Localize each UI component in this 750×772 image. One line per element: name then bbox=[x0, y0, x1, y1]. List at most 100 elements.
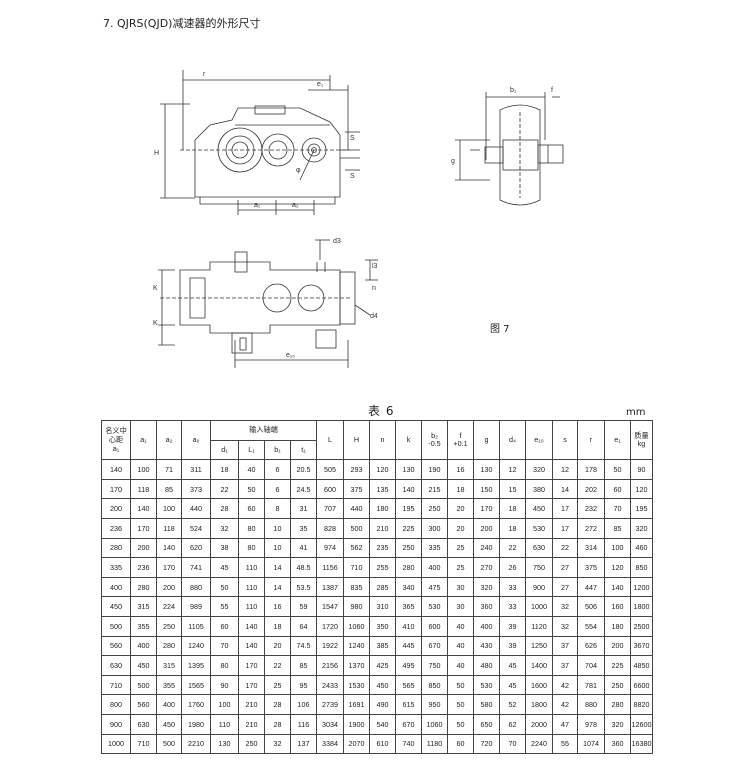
table-cell: 116 bbox=[290, 713, 317, 735]
table-cell: 27 bbox=[552, 576, 578, 598]
table-cell: 210 bbox=[238, 694, 265, 715]
label-a2: a₂ bbox=[292, 202, 299, 209]
table-cell: 236 bbox=[130, 557, 157, 578]
table-cell: 20 bbox=[447, 498, 474, 519]
table-cell: 1565 bbox=[181, 674, 211, 696]
table-cell: 47 bbox=[552, 713, 578, 735]
table-cell: 8 bbox=[264, 498, 291, 519]
table-cell: 560 bbox=[130, 694, 157, 715]
header-d4: d₄ bbox=[499, 419, 526, 461]
table-cell: 270 bbox=[473, 557, 500, 578]
table-cell: 200 bbox=[473, 517, 500, 539]
table-cell: 250 bbox=[238, 733, 265, 755]
table-cell: 12 bbox=[552, 459, 578, 480]
table-cell: 1387 bbox=[316, 576, 344, 598]
table-cell: 210 bbox=[369, 517, 396, 539]
label-H: H bbox=[154, 150, 159, 157]
table-cell: 425 bbox=[369, 655, 396, 676]
table-cell: 25 bbox=[447, 537, 474, 559]
table-cell: 232 bbox=[577, 498, 605, 519]
table-cell: 25 bbox=[447, 557, 474, 578]
header-a1: a₁ bbox=[130, 419, 157, 461]
table-cell: 22 bbox=[499, 537, 526, 559]
label-S: S bbox=[350, 135, 355, 142]
table-cell: 130 bbox=[473, 459, 500, 480]
table-cell: 200 bbox=[156, 576, 182, 598]
section-title: 7. QJRS(QJD)减速器的外形尺寸 bbox=[103, 17, 261, 30]
table-cell: 170 bbox=[473, 498, 500, 519]
table-cell: 460 bbox=[630, 537, 653, 559]
table-cell: 2433 bbox=[316, 674, 344, 696]
table-cell: 540 bbox=[369, 713, 396, 735]
table-cell: 140 bbox=[130, 498, 157, 519]
label-phi: φ bbox=[296, 167, 301, 174]
table-cell: 272 bbox=[577, 517, 605, 539]
table-cell: 39 bbox=[499, 635, 526, 657]
table-cell: 60 bbox=[210, 615, 239, 637]
table-cell: 250 bbox=[156, 615, 182, 637]
table-cell: 1691 bbox=[343, 694, 370, 715]
table-cell: 6600 bbox=[630, 674, 653, 696]
table-cell: 70 bbox=[499, 733, 526, 755]
table-cell: 140 bbox=[101, 459, 131, 480]
table-cell: 37 bbox=[552, 635, 578, 657]
table-cell: 170 bbox=[101, 478, 131, 500]
table-cell: 100 bbox=[604, 537, 631, 559]
table-cell: 900 bbox=[101, 713, 131, 735]
header-name-center: 名义中心距 a₁ bbox=[101, 419, 131, 461]
table-cell: 28 bbox=[210, 498, 239, 519]
table-cell: 50 bbox=[447, 694, 474, 715]
table-cell: 20.5 bbox=[290, 459, 317, 480]
table-cell: 80 bbox=[238, 537, 265, 559]
table-cell: 710 bbox=[343, 557, 370, 578]
table-cell: 140 bbox=[156, 537, 182, 559]
table-cell: 40 bbox=[447, 655, 474, 676]
table-cell: 530 bbox=[525, 517, 553, 539]
table-cell: 60 bbox=[238, 498, 265, 519]
table-cell: 375 bbox=[343, 478, 370, 500]
table-cell: 447 bbox=[577, 576, 605, 598]
table-cell: 18 bbox=[447, 478, 474, 500]
table-cell: 1800 bbox=[525, 694, 553, 715]
table-cell: 630 bbox=[101, 655, 131, 676]
table-cell: 280 bbox=[156, 635, 182, 657]
table-cell: 80 bbox=[238, 517, 265, 539]
table-cell: 250 bbox=[604, 674, 631, 696]
table-cell: 3670 bbox=[630, 635, 653, 657]
table-cell: 50 bbox=[447, 674, 474, 696]
table-cell: 140 bbox=[238, 635, 265, 657]
table-cell: 100 bbox=[156, 498, 182, 519]
table-cell: 1060 bbox=[421, 713, 448, 735]
table-cell: 110 bbox=[238, 557, 265, 578]
table-cell: 52 bbox=[499, 694, 526, 715]
table-cell: 565 bbox=[395, 674, 422, 696]
table-cell: 670 bbox=[421, 635, 448, 657]
table-cell: 835 bbox=[343, 576, 370, 598]
table-cell: 2739 bbox=[316, 694, 344, 715]
reducer-dimension-drawing: r e₁ H S S a₁ a₂ φ b₁ f g d3 l3 K K n d4… bbox=[153, 70, 564, 368]
table-cell: 375 bbox=[577, 557, 605, 578]
table-cell: 1120 bbox=[525, 615, 553, 637]
header-b2: b₂ -0.5 bbox=[421, 419, 448, 461]
label-g: g bbox=[451, 158, 455, 165]
table-cell: 880 bbox=[577, 694, 605, 715]
table-cell: 450 bbox=[156, 713, 182, 735]
table-cell: 26 bbox=[499, 557, 526, 578]
table-cell: 989 bbox=[181, 596, 211, 617]
table-cell: 500 bbox=[156, 733, 182, 755]
table-cell: 280 bbox=[604, 694, 631, 715]
table-cell: 1800 bbox=[630, 596, 653, 617]
table-cell: 704 bbox=[577, 655, 605, 676]
table-cell: 1200 bbox=[630, 576, 653, 598]
header-e1: e₁ bbox=[604, 419, 631, 461]
header-a2: a₂ bbox=[156, 419, 182, 461]
label-e10: e₁₀ bbox=[286, 352, 295, 359]
table-cell: 880 bbox=[181, 576, 211, 598]
table-cell: 600 bbox=[316, 478, 344, 500]
table-cell: 18 bbox=[499, 498, 526, 519]
table-cell: 1240 bbox=[343, 635, 370, 657]
header-n: n bbox=[369, 419, 396, 461]
dimension-table: 名义中心距 a₁ a₁ a₂ a₀ 输入轴端 L H n k b₂ -0.5 f… bbox=[101, 419, 653, 755]
